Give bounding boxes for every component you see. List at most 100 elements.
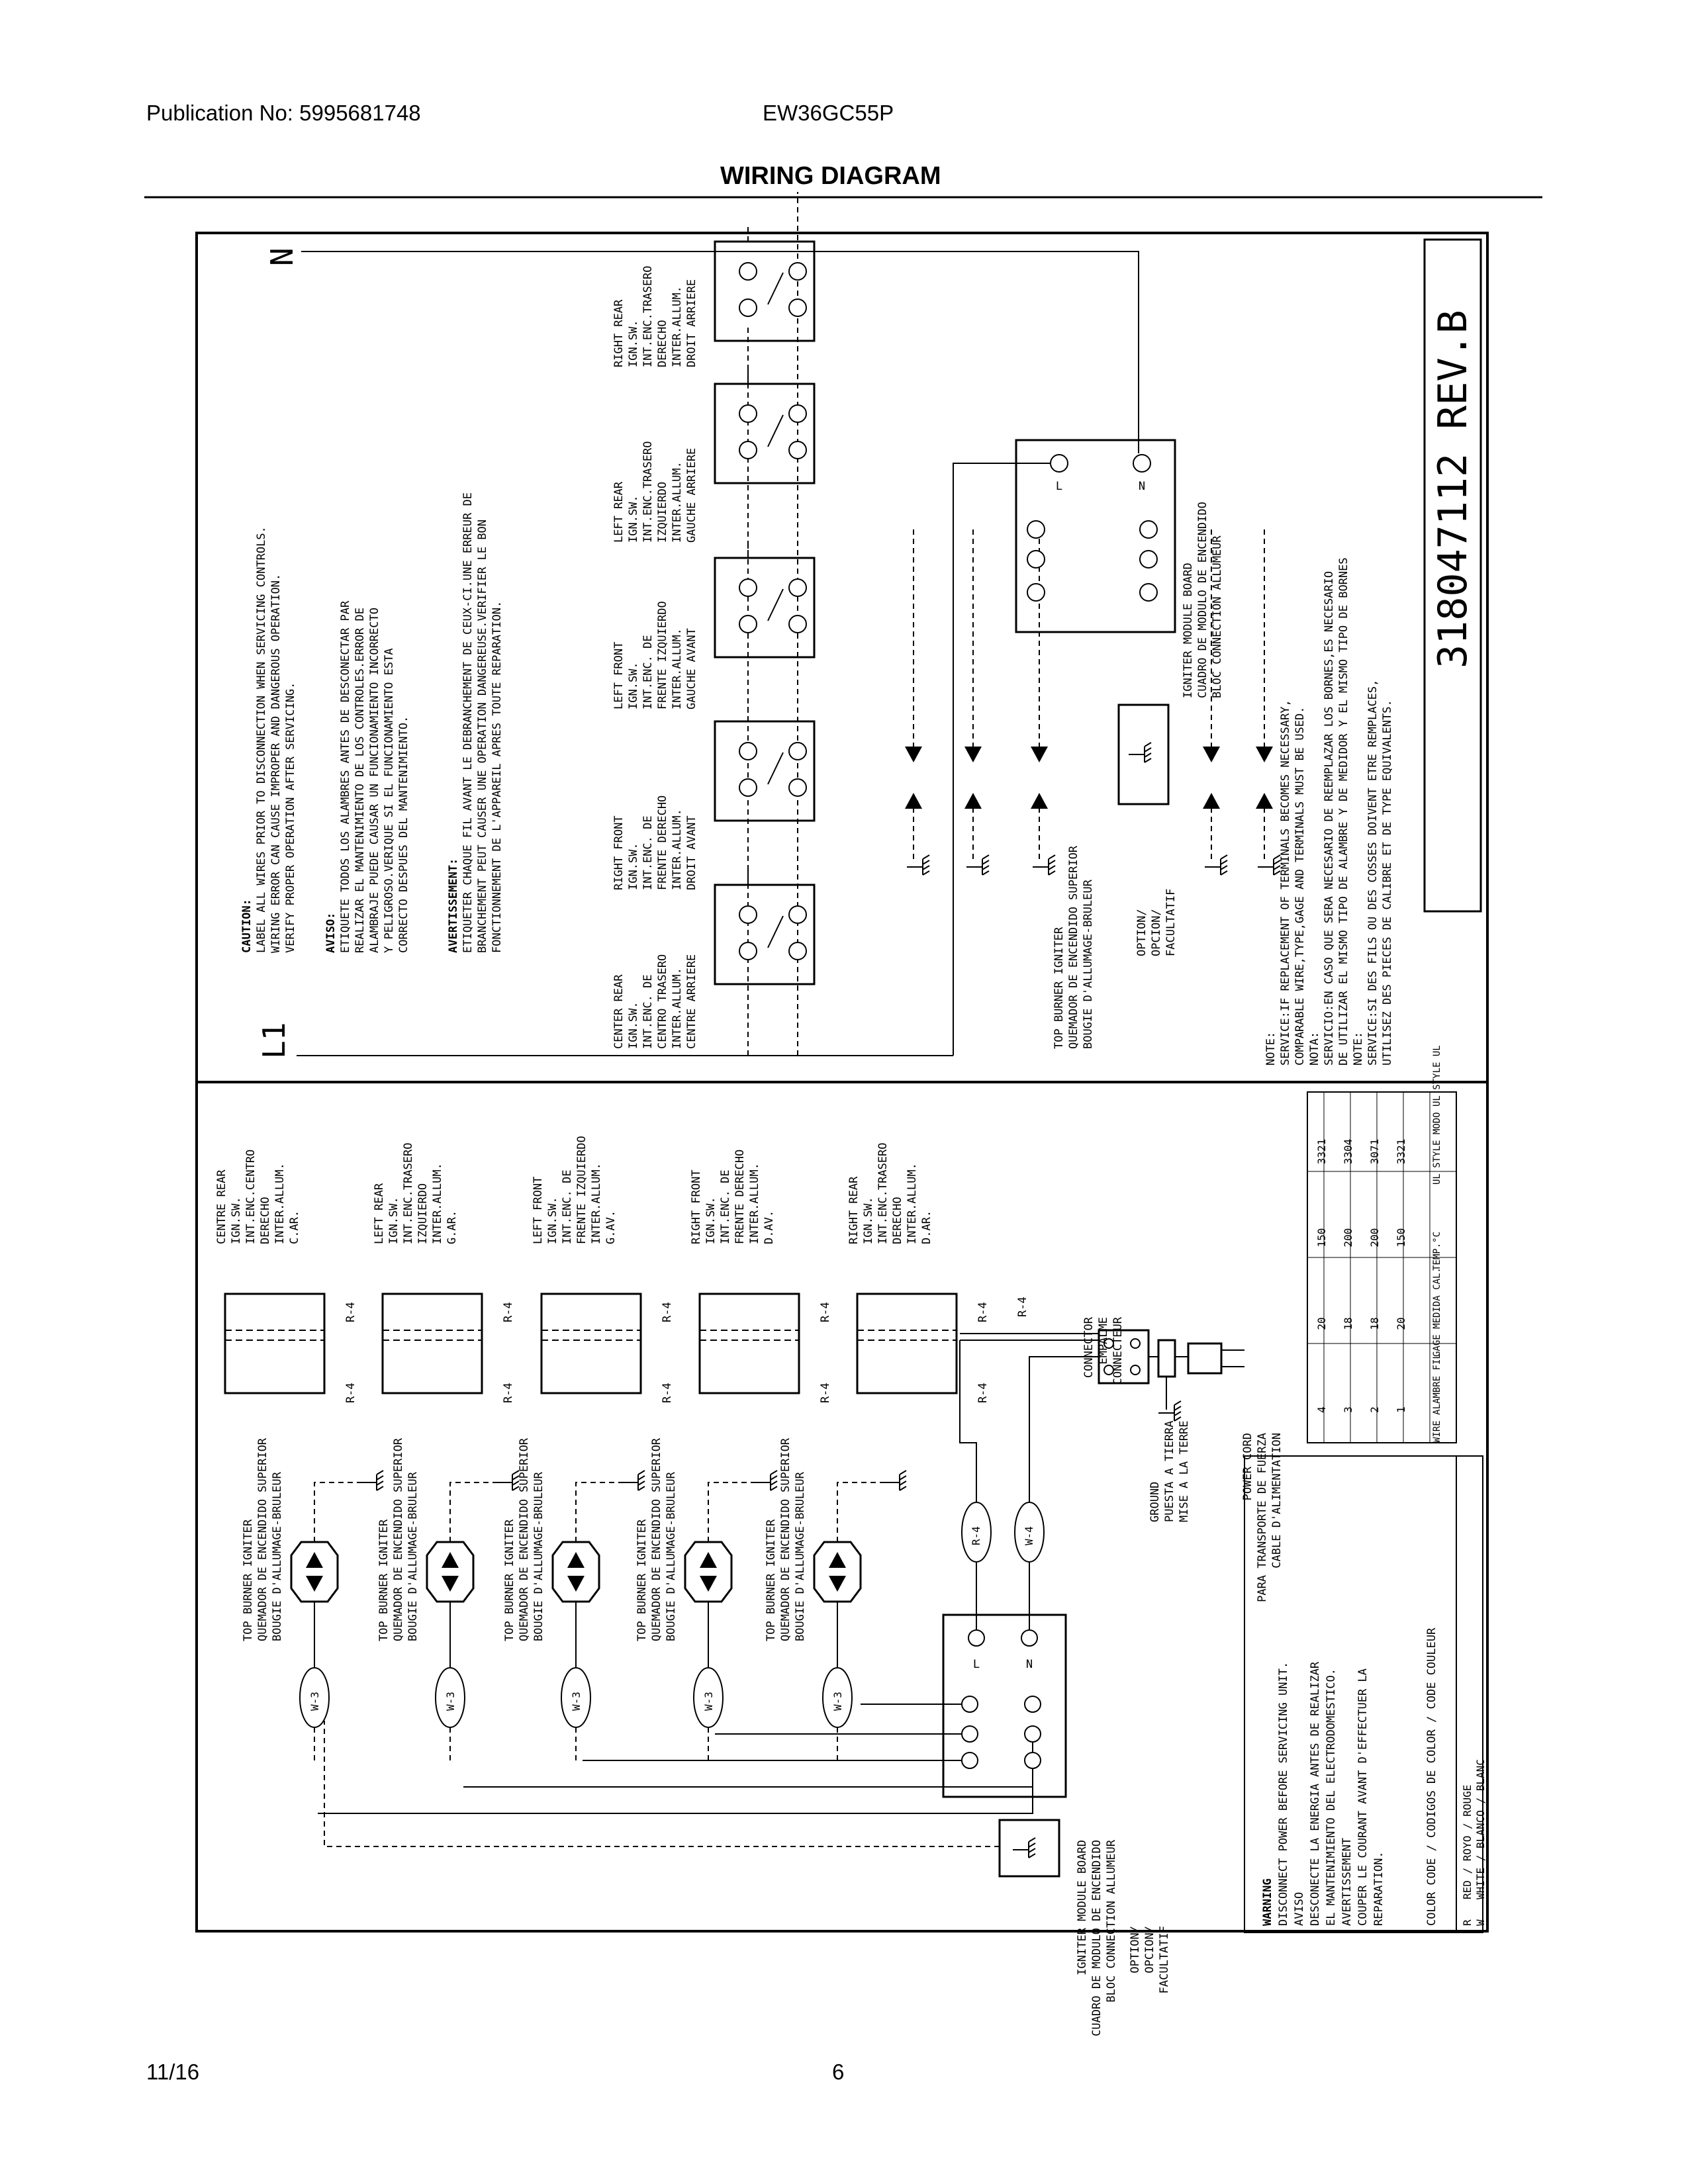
bottom-option-label: OPCION/ [1143,1926,1156,1974]
wire-table-cell: 200 [1368,1228,1381,1248]
bottom-switch-label: IGN.SW. [704,1197,718,1244]
w3-wire-tag [435,1667,465,1728]
bottom-igniter-label: TOP BURNER IGNITER [242,1519,255,1641]
part-number-box [1423,238,1482,913]
wire-table-header: WIRE ALAMBRE FIL [1432,1353,1442,1443]
wire [708,1482,755,1542]
module-l-terminal: L [973,1658,980,1671]
top-wire-arrow [1031,747,1048,762]
r4-tag: R-4 [344,1302,357,1322]
warning-text: AVISO [1293,1892,1306,1926]
bottom-igniter-label: TOP BURNER IGNITER [765,1519,778,1641]
wire [575,1482,622,1542]
top-switch-label: DROIT ARRIERE [685,279,698,367]
l1-label: L1 [256,1023,292,1059]
top-igniter-ground [1205,854,1228,876]
top-switch-label: CENTRE ARRIERE [685,954,698,1049]
module-l-terminal: L [1056,480,1062,493]
wire-table-cell: 3321 [1395,1139,1407,1165]
top-switch-label: IGN.SW. [627,1001,640,1049]
module-n-terminal: N [1139,480,1145,493]
w3-wire-tag [822,1667,853,1728]
bottom-option-label: FACULTATIF [1158,1926,1171,1993]
bottom-igniter-ground [884,1470,907,1491]
bottom-switch-label: RIGHT REAR [847,1176,861,1244]
top-switch-label: DROIT AVANT [685,815,698,890]
switch-terminal [739,778,757,797]
aviso-text: ALAMBRAJE PUEDE CAUSAR UN FUNCIONAMIENTO… [368,608,381,953]
bottom-switch-label: DERECHO [259,1197,272,1244]
warning-text: DISCONNECT POWER BEFORE SERVICING UNIT. [1277,1662,1290,1926]
switch-terminal [739,298,757,317]
wire [837,1482,884,1542]
notes-text: COMPARABLE WIRE,TYPE,GAGE AND TERMINALS … [1293,707,1307,1066]
bottom-switch-label: CENTRE REAR [215,1169,228,1244]
color-code-letter: R [1461,1919,1474,1926]
bottom-switch-label: INTER.ALLUM. [748,1163,761,1244]
top-igniter-ground [966,854,990,876]
bottom-ignition-switch [224,1293,326,1394]
top-module-board-label: IGNITER MODULE BOARD [1182,563,1195,698]
bottom-burner-igniter [426,1541,475,1603]
ground-label: GROUND [1149,1482,1162,1522]
top-module-board-label: CUADRO DE MODULO DE ENCENDIDO [1196,502,1209,698]
bottom-switch-label: FRENTE DERECHO [733,1150,747,1244]
top-module-board-label: BLOC CONNECTION ALLUMEUR [1211,535,1224,698]
bottom-igniter-ground [361,1470,384,1491]
ground-label: PUESTA A TIERRA [1163,1420,1176,1522]
switch-terminal [788,262,807,281]
notes-text: SERVICE:SI DES FILS OU DES COSSES DOIVEN… [1366,680,1380,1066]
w3-wire-tag [561,1667,591,1728]
avertissement-text: BRANCHEMENT PEUT CAUSER UNE OPERATION DA… [476,520,489,953]
caution-text: VERIFY PROPER OPERATION AFTER SERVICING. [284,682,297,953]
caution-text: CAUTION: [240,899,254,953]
top-switch-label: GAUCHE AVANT [685,628,698,709]
wire-table-cell: 1 [1395,1406,1407,1413]
igniter-arrow [829,1576,846,1592]
ground-label: MISE A LA TERRE [1178,1420,1191,1522]
top-ignition-switch [714,240,816,342]
top-ignition-switch [714,383,816,484]
wire-gauge-table [1307,1091,1457,1443]
top-switch-label: INT.ENC. DE [641,974,655,1049]
aviso-text: REALIZAR EL MANTENIMIENTO DE LOS CONTROL… [353,608,367,953]
top-switch-label: INTER.ALLUM. [671,628,684,709]
wire [449,1482,496,1542]
top-switch-label: LEFT FRONT [612,642,626,709]
igniter-arrow [700,1552,717,1568]
top-ignition-switch [714,557,816,659]
top-option-label: FACULTATIF [1164,889,1178,956]
wire [959,1340,977,1502]
color-code-letter: W [1474,1919,1487,1926]
r4-tag: R-4 [502,1302,515,1322]
n-label: N [264,248,300,266]
connector [1098,1329,1150,1385]
bottom-igniter-label: TOP BURNER IGNITER [635,1519,649,1641]
bottom-igniter-label: BOUGIE D'ALLUMAGE-BRULEUR [271,1471,284,1641]
r4-tag: R-4 [819,1383,832,1403]
bottom-burner-igniter [684,1541,733,1603]
caution-text: WIRING ERROR CAN CAUSE IMPROPER AND DANG… [269,574,283,953]
warning-text: DESCONECTE LA ENERGIA ANTES DE REALIZAR [1309,1661,1322,1926]
switch-contact [767,915,784,948]
module-terminal [1139,583,1158,602]
wire-table-cell: 150 [1395,1228,1407,1248]
bottom-switch-label: IGN.SW. [862,1197,875,1244]
connector-label: EMPALME [1097,1317,1110,1365]
notes-text: SERVICIO:EN CASO QUE SERA NECESARIO DE R… [1323,571,1336,1066]
module-terminal [1133,454,1151,473]
bottom-ignition-switch [381,1293,483,1394]
bottom-switch-label: G.AR. [445,1210,459,1244]
bottom-switch-label: IZQUIERDO [416,1183,430,1244]
module-terminal [1024,1752,1041,1769]
module-n-terminal: N [1026,1658,1033,1671]
bottom-burner-igniter [290,1541,339,1603]
top-switch-label: INT.ENC.TRASERO [641,441,655,543]
switch-terminal [788,778,807,797]
wire-table-cell: 18 [1342,1317,1354,1330]
r4-wire-tag [961,1502,992,1563]
model-number: EW36GC55P [763,101,894,125]
bottom-igniter-ground [622,1470,645,1491]
bottom-switch-label: INTER.ALLUM. [273,1163,287,1244]
notes-text: NOTE: [1264,1032,1278,1066]
